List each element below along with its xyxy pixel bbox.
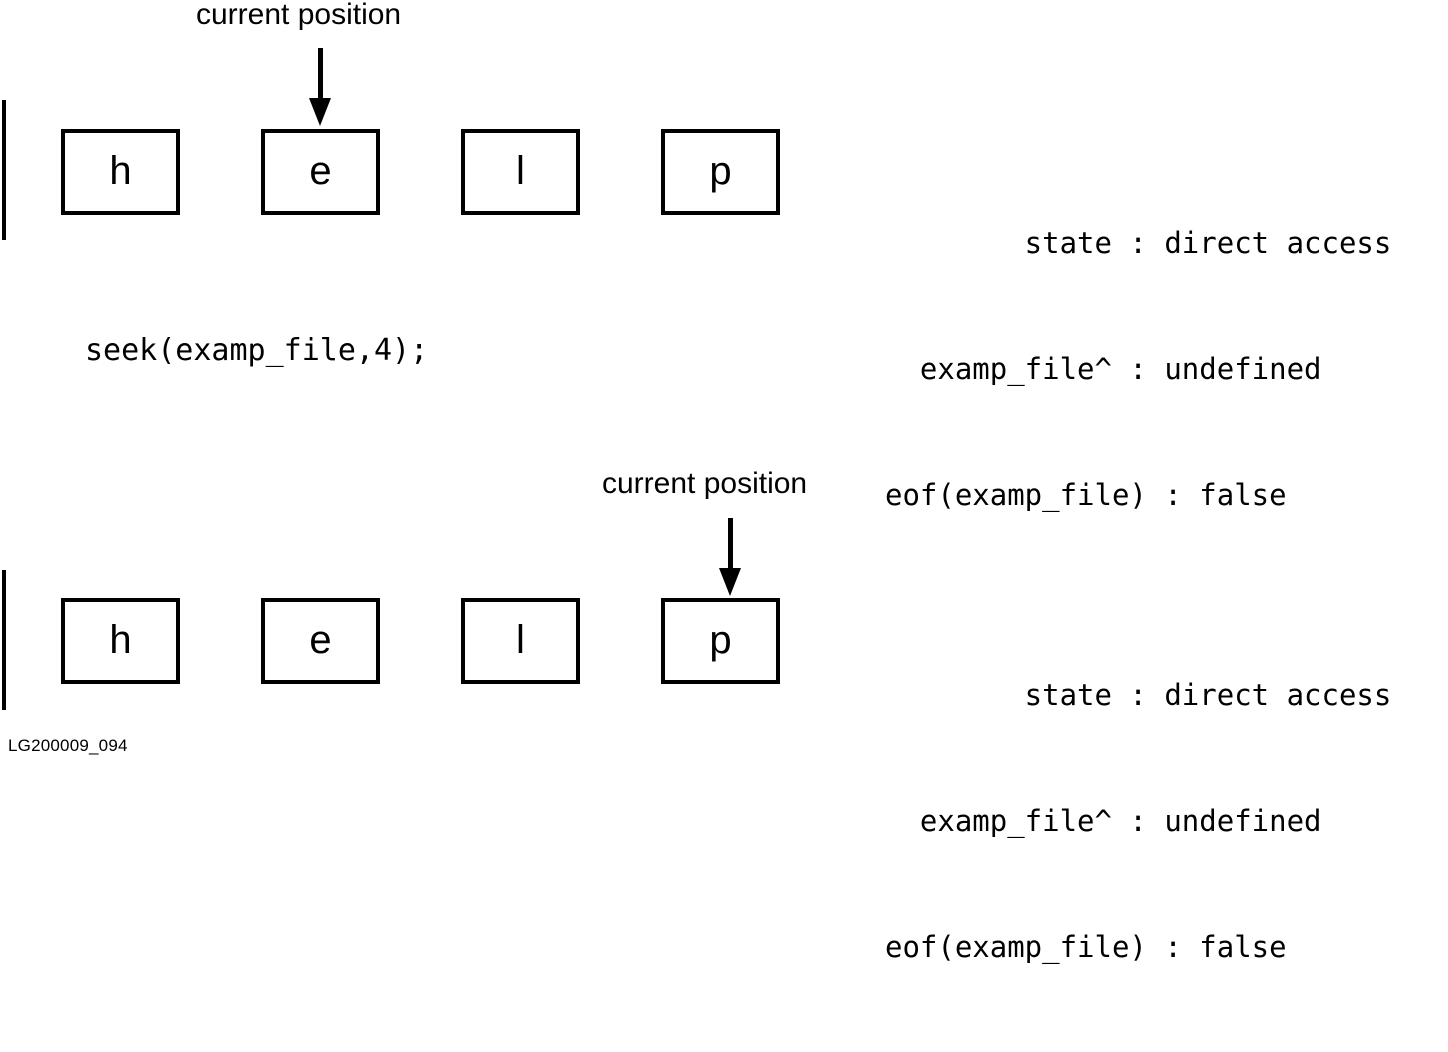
- seek-statement: seek(examp_file,4);: [85, 333, 429, 368]
- cell-box: l: [461, 129, 580, 215]
- cell-row-after-seek: h e l p: [0, 598, 820, 684]
- cell-box: p: [661, 129, 780, 215]
- file-start-bar-bottom: [2, 570, 6, 710]
- cell-box: e: [261, 598, 380, 684]
- file-start-bar-top: [2, 100, 6, 240]
- state-readout-before-seek: state : direct access examp_file^ : unde…: [885, 138, 1391, 600]
- cell-letter: h: [109, 618, 132, 662]
- state-line: examp_file^ : undefined: [885, 352, 1322, 386]
- cell-letter: h: [109, 149, 132, 193]
- cell-row-before-seek: h e l p: [0, 129, 820, 215]
- cell-box: p: [661, 598, 780, 684]
- state-line: examp_file^ : undefined: [885, 804, 1322, 838]
- state-line: eof(examp_file) : false: [885, 930, 1287, 964]
- cell-letter: l: [516, 149, 525, 193]
- cell-letter: e: [309, 149, 332, 193]
- state-readout-after-seek: state : direct access examp_file^ : unde…: [885, 590, 1391, 1052]
- cell-box: e: [261, 129, 380, 215]
- cell-box: h: [61, 129, 180, 215]
- cell-box: h: [61, 598, 180, 684]
- current-position-label-top: current position: [196, 0, 402, 31]
- figure-canvas: current position h e l p state : direct …: [0, 0, 1391, 964]
- cell-letter: p: [709, 149, 732, 193]
- current-position-label-bottom: current position: [602, 467, 808, 500]
- state-line: state : direct access: [885, 678, 1392, 712]
- cell-letter: p: [709, 618, 732, 662]
- state-line: eof(examp_file) : false: [885, 478, 1287, 512]
- figure-id-caption: LG200009_094: [8, 736, 128, 755]
- cell-letter: l: [516, 618, 525, 662]
- cell-letter: e: [309, 618, 332, 662]
- cell-box: l: [461, 598, 580, 684]
- state-line: state : direct access: [885, 226, 1392, 260]
